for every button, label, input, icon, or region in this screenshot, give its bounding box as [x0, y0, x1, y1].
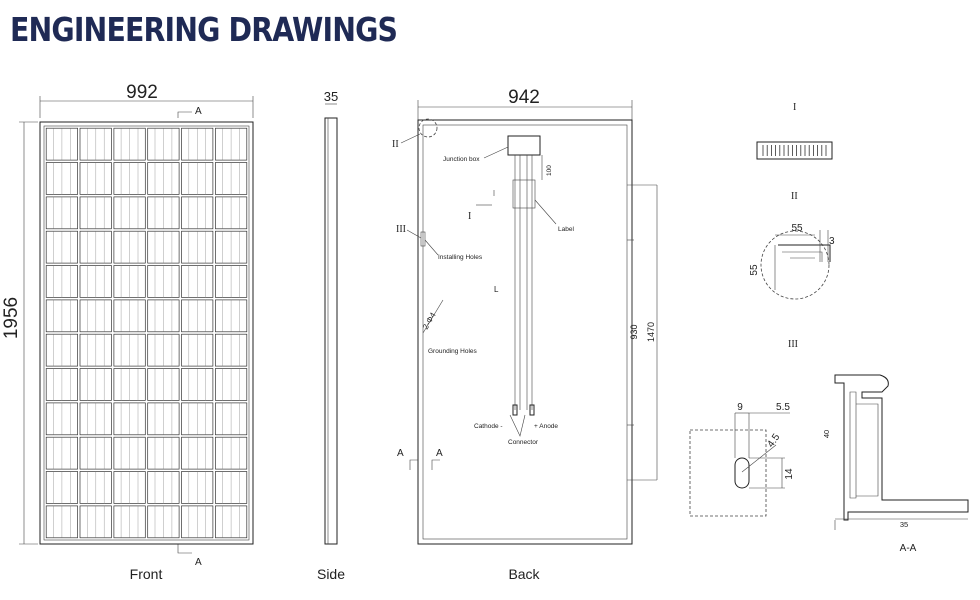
anode-label: + Anode	[534, 423, 558, 430]
cable-length-dim: 100	[546, 165, 553, 176]
detail-iii-dim-c: 4.5	[765, 432, 782, 450]
back-section-mark-right: A	[436, 448, 443, 459]
detail-ii-height-dim: 55	[749, 264, 760, 276]
detail-iii-dim-d: 14	[784, 468, 795, 480]
front-width-dim: 992	[126, 82, 158, 103]
callout-ii: II	[392, 139, 399, 150]
back-section-mark-left: A	[397, 448, 404, 459]
detail-iii: III 9 5.5 4.5 14	[689, 339, 798, 517]
installing-holes-label: Installing Holes	[438, 254, 483, 261]
grounding-holes-label: Grounding Holes	[428, 348, 478, 355]
front-section-mark-bottom: A	[195, 557, 202, 568]
page-title: ENGINEERING DRAWINGS	[10, 10, 398, 49]
detail-ii-label: II	[791, 191, 798, 202]
side-view: 35 Side	[317, 89, 345, 582]
back-caption: Back	[508, 566, 540, 582]
back-view: 942 II Junction box 100 Label I III Inst…	[392, 87, 658, 582]
callout-i: I	[468, 211, 471, 222]
detail-ii: II 55 55 3	[749, 191, 835, 300]
section-width-dim: 35	[900, 520, 908, 529]
detail-iii-label: III	[788, 339, 798, 350]
detail-ii-small-dim: 3	[829, 236, 835, 247]
back-length-inner-dim: 930	[629, 324, 639, 339]
detail-iii-dim-b: 5.5	[776, 402, 790, 413]
front-height-dim: 1956	[1, 297, 22, 339]
detail-iii-dim-a: 9	[737, 402, 743, 413]
label-annotation: Label	[558, 226, 574, 233]
section-a-a: 35 40 A-A	[822, 374, 969, 554]
side-caption: Side	[317, 566, 345, 582]
detail-i-label: I	[793, 102, 796, 113]
section-caption: A-A	[900, 543, 917, 554]
back-length-outer-dim: 1470	[646, 322, 656, 342]
grounding-spec: 2-Φ4	[421, 310, 438, 331]
junction-box-label: Junction box	[443, 156, 480, 163]
front-view: 992 1956 A A Front	[1, 82, 254, 582]
side-thickness-dim: 35	[324, 89, 338, 104]
svg-text:L: L	[494, 285, 499, 294]
connector-label: Connector	[508, 439, 539, 446]
detail-i: I	[756, 102, 833, 160]
back-width-dim: 942	[508, 87, 540, 108]
front-section-mark-top: A	[195, 106, 202, 117]
section-height-dim: 40	[822, 430, 831, 438]
detail-ii-width-dim: 55	[791, 223, 803, 234]
solar-cell-grid	[45, 127, 248, 539]
front-caption: Front	[130, 566, 163, 582]
callout-iii: III	[396, 224, 406, 235]
cathode-label: Cathode -	[474, 423, 503, 430]
